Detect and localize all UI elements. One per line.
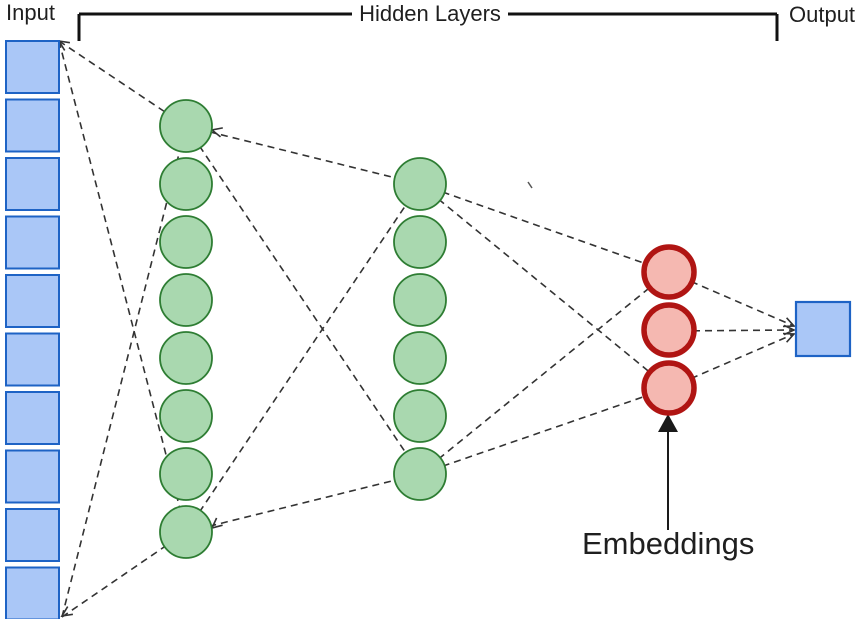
embeddings-arrowhead-icon xyxy=(658,414,678,432)
hidden2-node xyxy=(393,331,447,385)
hidden1-node xyxy=(159,215,213,269)
connection-edge xyxy=(419,387,670,475)
edge-arrowhead-icon xyxy=(60,606,74,618)
hidden2-node xyxy=(393,215,447,269)
input-node xyxy=(5,98,60,153)
input-node xyxy=(5,332,60,387)
hidden1-node xyxy=(159,273,213,327)
connection-edge xyxy=(419,183,670,389)
hidden1-node xyxy=(159,331,213,385)
input-node xyxy=(5,274,60,328)
connection-edge xyxy=(185,125,421,185)
hidden2-node xyxy=(393,389,447,443)
input-node xyxy=(5,449,60,504)
embedding-node xyxy=(641,302,697,358)
hidden-layers-label: Hidden Layers xyxy=(359,1,501,26)
hidden1-node xyxy=(159,447,213,501)
input-node xyxy=(5,40,60,94)
connection-edge xyxy=(668,271,795,327)
connection-edge xyxy=(668,333,795,389)
output-label: Output xyxy=(789,2,856,27)
input-node xyxy=(5,157,60,211)
hidden2-node xyxy=(393,447,447,501)
embedding-node xyxy=(641,360,697,416)
hidden1-node xyxy=(159,505,213,559)
input-node xyxy=(5,508,60,562)
connection-edge xyxy=(185,183,421,533)
connection-edge xyxy=(58,40,187,533)
embeddings-label: Embeddings xyxy=(582,526,755,561)
embedding-node xyxy=(641,244,697,300)
input-node xyxy=(5,566,60,619)
connection-edge xyxy=(61,125,187,618)
input-label: Input xyxy=(6,0,55,25)
hidden1-node xyxy=(159,99,213,153)
connection-edge xyxy=(185,125,421,475)
hidden1-node xyxy=(159,157,213,211)
output-node xyxy=(794,300,852,358)
connection-edge xyxy=(668,329,795,332)
input-node xyxy=(5,215,60,270)
connection-edge xyxy=(419,183,670,273)
connection-edge xyxy=(185,473,421,533)
connection-edge xyxy=(419,271,670,475)
connection-edge xyxy=(58,40,187,127)
hidden2-node xyxy=(393,157,447,211)
stray-mark xyxy=(527,181,533,189)
input-node xyxy=(5,391,60,445)
hidden1-node xyxy=(159,389,213,443)
edge-arrowhead-icon xyxy=(782,332,796,343)
hidden2-node xyxy=(393,273,447,327)
